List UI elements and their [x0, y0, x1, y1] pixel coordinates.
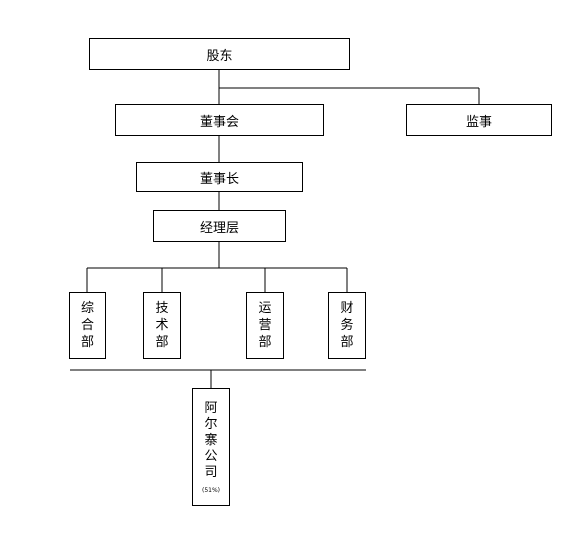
management-box: 经理层 [153, 210, 286, 242]
department-box: 综合部 [69, 292, 106, 359]
board-label: 董事会 [199, 114, 239, 130]
supervisors-box: 监事 [406, 104, 552, 136]
subsidiary-name: 阿尔寨公司 [204, 401, 218, 480]
chairman-label: 董事长 [199, 171, 239, 187]
department-box: 技术部 [143, 292, 181, 359]
department-label: 技术部 [155, 301, 169, 350]
board-box: 董事会 [115, 104, 324, 136]
department-box: 运营部 [246, 292, 284, 359]
department-label: 综合部 [80, 301, 94, 350]
management-label: 经理层 [199, 220, 239, 236]
department-box: 财务部 [328, 292, 366, 359]
subsidiary-share: (51%) [201, 487, 221, 494]
chairman-box: 董事长 [136, 162, 303, 192]
department-label: 财务部 [340, 301, 354, 350]
department-label: 运营部 [258, 301, 272, 350]
shareholders-box: 股东 [89, 38, 350, 70]
supervisors-label: 监事 [465, 114, 492, 130]
subsidiary-box: 阿尔寨公司 (51%) [192, 388, 230, 506]
shareholders-label: 股东 [206, 48, 233, 64]
